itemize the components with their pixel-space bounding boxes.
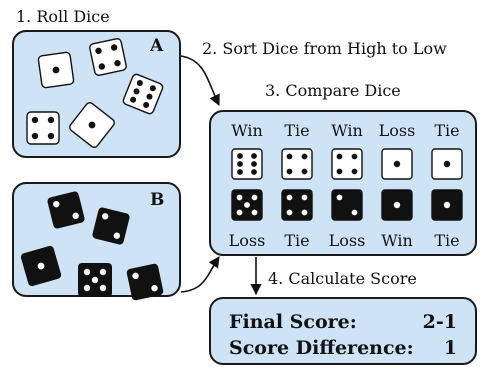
score-difference-row: Score Difference: 1 [229,337,457,359]
die-b-roll-3 [20,245,62,287]
score-box: Final Score: 2-1 Score Difference: 1 [209,297,477,365]
die-b-roll-1 [47,191,85,229]
result-a-1: Win [231,121,263,140]
step-sort-label: 2. Sort Dice from High to Low [202,39,447,58]
sorted-die-a-5 [431,148,463,180]
final-score-label: Final Score: [229,311,357,333]
die-b-roll-2 [92,207,130,245]
die-a-roll-4 [26,111,60,145]
sorted-die-a-4 [381,148,413,180]
result-a-2: Tie [284,121,310,140]
player-b-label: B [150,190,165,210]
result-b-2: Tie [284,231,310,250]
step-roll-label: 1. Roll Dice [16,7,110,26]
result-a-5: Tie [434,121,460,140]
die-a-roll-5 [69,102,115,148]
player-a-label: A [150,36,164,56]
sorted-die-a-3 [331,148,363,180]
result-b-5: Tie [434,231,460,250]
result-b-3: Loss [328,231,366,250]
sorted-die-a-2 [281,148,313,180]
sorted-die-b-4 [381,189,413,221]
final-score-value: 2-1 [422,311,457,333]
sorted-die-b-2 [281,189,313,221]
die-a-roll-2 [89,38,127,76]
sorted-die-b-5 [431,189,463,221]
score-difference-value: 1 [443,337,457,359]
die-b-roll-5 [126,263,164,301]
die-a-roll-1 [37,51,75,89]
step-compare-label: 3. Compare Dice [265,81,401,100]
arrow-b-to-compare [180,256,220,293]
sorted-die-a-1 [231,148,263,180]
result-a-4: Loss [378,121,416,140]
compare-box [209,110,477,256]
sorted-die-b-3 [331,189,363,221]
result-b-1: Loss [228,231,266,250]
result-b-4: Win [381,231,413,250]
sorted-die-b-1 [231,189,263,221]
result-a-3: Win [331,121,363,140]
score-difference-label: Score Difference: [229,337,414,359]
arrow-a-to-compare [180,55,220,107]
die-b-roll-4 [78,263,112,297]
step-calc-label: 4. Calculate Score [268,269,417,288]
die-a-roll-3 [122,73,164,115]
final-score-row: Final Score: 2-1 [229,311,457,333]
